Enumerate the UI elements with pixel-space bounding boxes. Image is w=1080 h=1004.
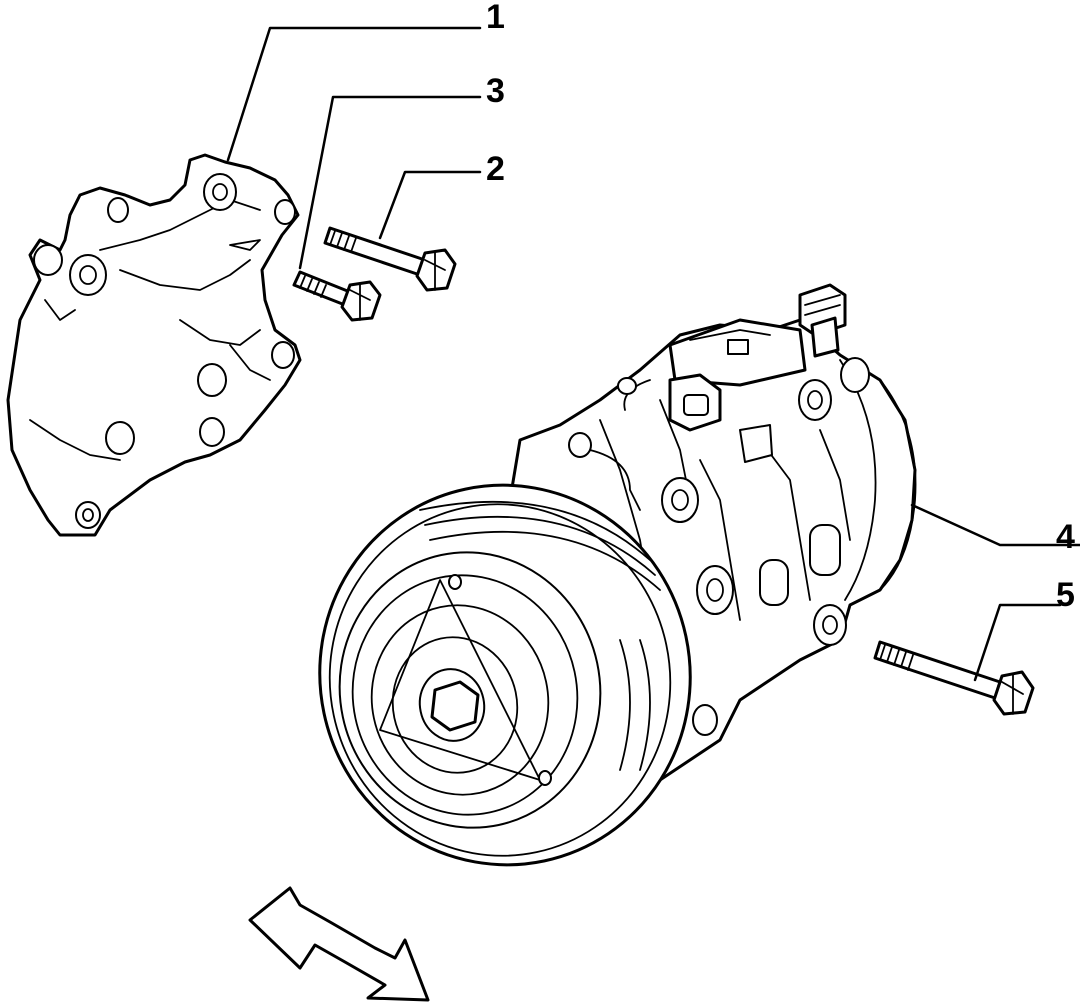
leader-line-2 xyxy=(378,170,482,240)
callout-2: 2 xyxy=(486,150,505,188)
part-2-long-bolt[interactable] xyxy=(323,226,457,292)
part-1-mounting-bracket[interactable] xyxy=(6,153,302,537)
leader-line-1 xyxy=(226,26,482,162)
callout-1: 1 xyxy=(486,0,505,36)
leader-line-5 xyxy=(973,603,1062,682)
part-3-short-bolt[interactable] xyxy=(292,270,382,322)
part-4-compressor[interactable] xyxy=(285,283,917,899)
callout-5: 5 xyxy=(1056,576,1075,614)
callout-3: 3 xyxy=(486,72,505,110)
callout-4: 4 xyxy=(1056,518,1075,556)
leader-line-4 xyxy=(910,503,1080,547)
leader-line-3 xyxy=(298,95,482,270)
part-5-bolt[interactable] xyxy=(873,640,1035,716)
leader-lines xyxy=(226,26,1080,682)
direction-arrow-icon xyxy=(248,886,430,1002)
